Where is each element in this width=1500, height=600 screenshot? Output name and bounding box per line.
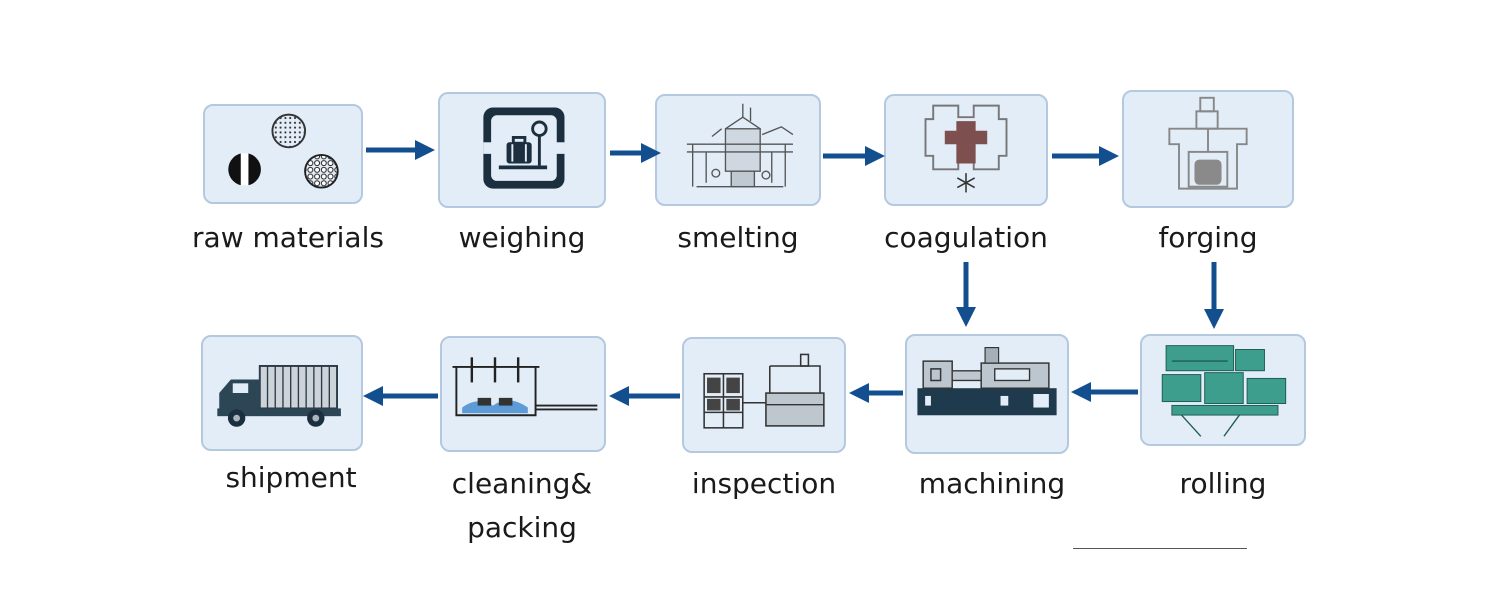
inspection-equipment-icon	[703, 353, 825, 429]
step-label-weighing: weighing	[458, 221, 586, 254]
step-label-shipment: shipment	[225, 461, 357, 494]
step-label-smelting: smelting	[677, 221, 799, 254]
shipment-box	[201, 335, 363, 451]
forging-box	[1122, 90, 1294, 208]
raw-materials-icon	[228, 113, 339, 189]
weighing-box	[438, 92, 606, 208]
step-label-coagulation: coagulation	[884, 221, 1048, 254]
rolling-mill-icon	[1161, 345, 1287, 437]
truck-icon	[217, 365, 341, 427]
inspection-box	[682, 337, 846, 453]
step-label-cleaning-packing: cleaning& packing	[451, 467, 593, 544]
smelting-box	[655, 94, 821, 206]
step-label-inspection: inspection	[691, 467, 837, 500]
divider-line	[1073, 548, 1247, 549]
raw-materials-box	[203, 104, 363, 204]
furnace-icon	[686, 103, 794, 188]
forging-press-icon	[1168, 96, 1248, 190]
scale-icon	[483, 107, 565, 189]
cleaning-tank-icon	[452, 357, 598, 417]
cleaning-packing-box	[440, 336, 606, 452]
step-label-forging: forging	[1158, 221, 1258, 254]
step-label-machining: machining	[918, 467, 1066, 500]
rolling-box	[1140, 334, 1306, 446]
cnc-machine-icon	[917, 347, 1057, 416]
mold-icon	[924, 104, 1008, 193]
coagulation-box	[884, 94, 1048, 206]
step-label-rolling: rolling	[1179, 467, 1267, 500]
step-label-raw-materials: raw materials	[192, 221, 384, 254]
machining-box	[905, 334, 1069, 454]
